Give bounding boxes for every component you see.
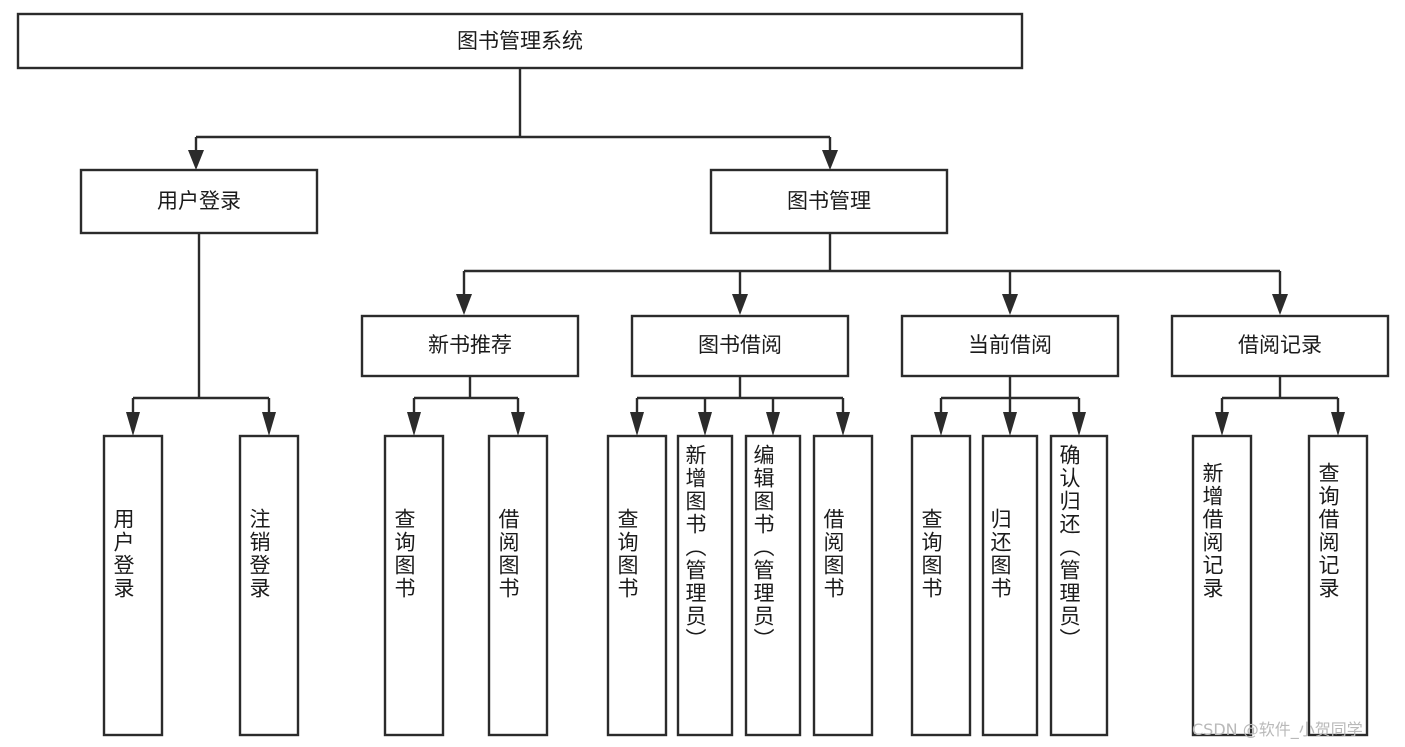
arrowhead-cb-query	[934, 412, 948, 436]
arrowhead-cb-return	[1003, 412, 1017, 436]
node-current-borrow-label: 当前借阅	[968, 333, 1052, 357]
arrowhead-user-login	[188, 150, 204, 170]
connector-group-book-borrow-leaves	[630, 376, 850, 436]
arrowhead-bb-query	[630, 412, 644, 436]
node-borrow-records[interactable]	[1170, 314, 1390, 378]
leaf-box-cb-query-book[interactable]	[910, 434, 972, 737]
connector-group-current-borrow-leaves	[934, 376, 1086, 436]
leaf-box-cb-return-book[interactable]	[981, 434, 1039, 737]
csdn-watermark: CSDN @软件_小贺同学	[1192, 720, 1363, 739]
connector-group-new-book-leaves	[407, 376, 525, 436]
node-book-management[interactable]	[709, 168, 949, 235]
leaf-box-nb-borrow-book[interactable]	[487, 434, 549, 737]
node-borrow-records-label: 借阅记录	[1238, 333, 1322, 357]
leaf-box-logout[interactable]	[238, 434, 300, 737]
leaf-box-bb-edit-book[interactable]	[744, 434, 802, 737]
node-current-borrow[interactable]	[900, 314, 1120, 378]
leaf-box-user-login[interactable]	[102, 434, 164, 737]
arrowhead-current-borrow	[1002, 294, 1018, 315]
leaf-box-bb-query-book[interactable]	[606, 434, 668, 737]
leaf-box-cb-confirm-return[interactable]	[1049, 434, 1109, 737]
connector-group-user-login-leaves	[126, 233, 276, 436]
arrowhead-new-book	[456, 294, 472, 315]
arrowhead-nb-query	[407, 412, 421, 436]
connector-group-borrow-records-leaves	[1215, 376, 1345, 436]
arrowhead-leaf-logout	[262, 412, 276, 436]
connector-group-level2-to-level3	[456, 233, 1288, 315]
arrowhead-book-borrow	[732, 294, 748, 315]
node-book-borrow-label: 图书借阅	[698, 333, 782, 357]
arrowhead-br-query	[1331, 412, 1345, 436]
node-new-book-recommend[interactable]	[360, 314, 580, 378]
node-user-login-label: 用户登录	[157, 189, 241, 213]
arrowhead-leaf-user-login	[126, 412, 140, 436]
arrowhead-cb-confirm	[1072, 412, 1086, 436]
arrowhead-bb-add	[698, 412, 712, 436]
arrowhead-br-add	[1215, 412, 1229, 436]
arrowhead-bb-borrow	[836, 412, 850, 436]
leaf-box-nb-query-book[interactable]	[383, 434, 445, 737]
arrowhead-borrow-records	[1272, 294, 1288, 315]
node-root-label: 图书管理系统	[457, 29, 583, 53]
leaf-box-bb-borrow-book[interactable]	[812, 434, 874, 737]
leaf-box-br-add-record[interactable]	[1191, 434, 1253, 737]
connector-group-root-to-level2	[188, 68, 838, 170]
node-new-book-recommend-label: 新书推荐	[428, 333, 512, 357]
node-user-login[interactable]	[79, 168, 319, 235]
leaf-box-bb-add-book[interactable]	[676, 434, 734, 737]
arrowhead-book-manage	[822, 150, 838, 170]
leaf-box-br-query-record[interactable]	[1307, 434, 1369, 737]
node-book-management-label: 图书管理	[787, 189, 871, 213]
node-book-borrow[interactable]	[630, 314, 850, 378]
node-root-book-management-system[interactable]	[16, 12, 1024, 70]
arrowhead-nb-borrow	[511, 412, 525, 436]
arrowhead-bb-edit	[766, 412, 780, 436]
